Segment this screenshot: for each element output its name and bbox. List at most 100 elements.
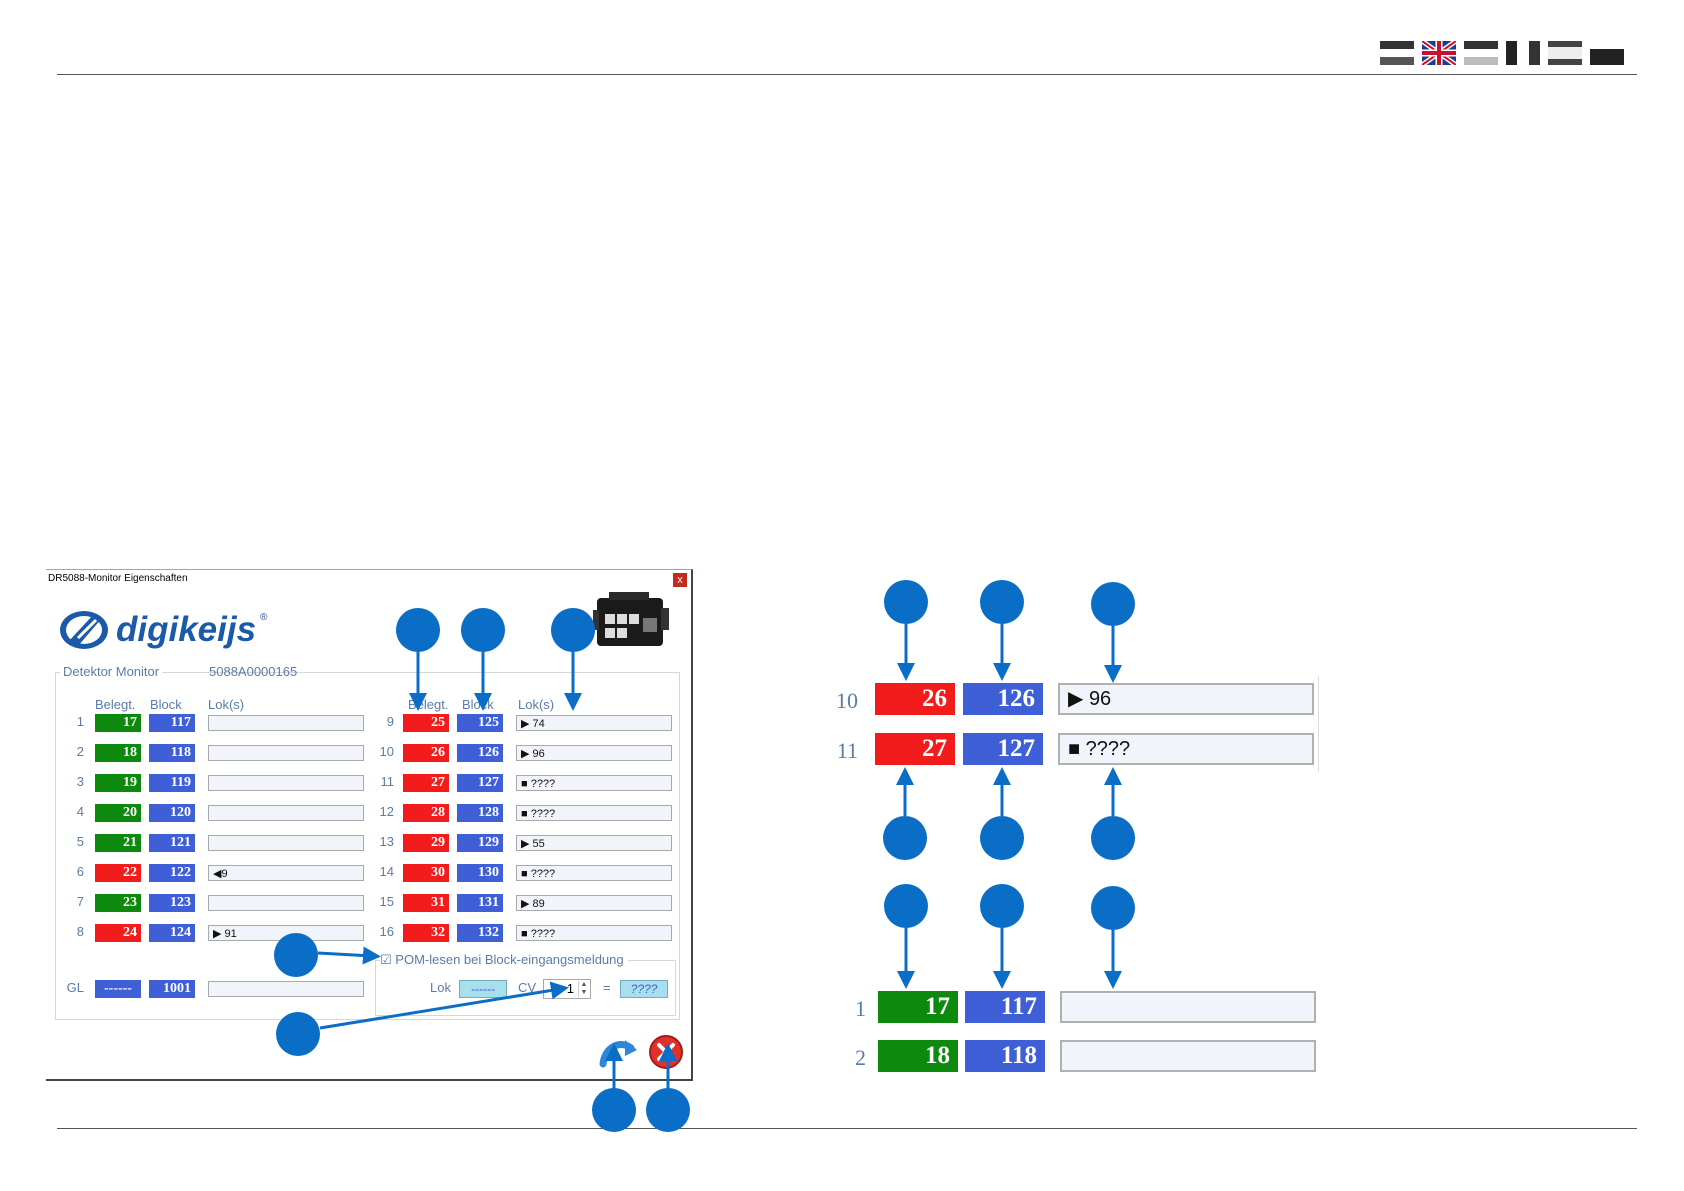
block-cell: 127: [963, 733, 1043, 765]
zoom-divider: [1318, 676, 1319, 772]
callout-marker: [1091, 582, 1135, 626]
pom-equals: =: [603, 980, 611, 995]
belegt-cell: 25: [403, 714, 449, 732]
callout-marker: [1091, 886, 1135, 930]
block-cell: 119: [149, 774, 195, 792]
lok-field: [1060, 1040, 1316, 1072]
header-rule: [57, 74, 1637, 75]
pom-checkbox[interactable]: ☑: [380, 952, 392, 967]
pom-cv-value: 1: [566, 981, 574, 996]
block-cell: 121: [149, 834, 195, 852]
belegt-cell: 30: [403, 864, 449, 882]
belegt-cell: 20: [95, 804, 141, 822]
row-number: 10: [836, 688, 858, 713]
flag-es-icon[interactable]: [1548, 41, 1582, 65]
header-block-left: Block: [150, 697, 182, 712]
belegt-cell: 32: [403, 924, 449, 942]
row-number: 16: [379, 924, 394, 939]
pom-result: ????: [620, 980, 668, 998]
callout-marker: [980, 884, 1024, 928]
lok-field: ■ ????: [516, 865, 672, 881]
lok-field: ◀9: [208, 865, 364, 881]
callout-marker: [551, 608, 595, 652]
belegt-cell: 23: [95, 894, 141, 912]
belegt-cell: 27: [875, 733, 955, 765]
row-number: 9: [386, 714, 394, 729]
flag-uk-icon[interactable]: [1422, 41, 1456, 65]
belegt-cell: 17: [95, 714, 141, 732]
block-cell: 125: [457, 714, 503, 732]
row-number: 3: [76, 774, 84, 789]
lok-field: ▶ 96: [1058, 683, 1314, 715]
flag-it-icon[interactable]: [1590, 41, 1624, 65]
row-number: 11: [380, 774, 395, 789]
lok-field: ▶ 96: [516, 745, 672, 761]
dialog-close-button[interactable]: x: [673, 573, 687, 587]
row-number: 14: [379, 864, 394, 879]
block-cell: 124: [149, 924, 195, 942]
lok-field: ■ ????: [516, 925, 672, 941]
gl-block-cell: 1001: [149, 980, 195, 998]
header-loks-left: Lok(s): [208, 697, 245, 712]
belegt-cell: 31: [403, 894, 449, 912]
lok-field: [208, 715, 364, 731]
callout-marker: [980, 580, 1024, 624]
callout-marker: [884, 884, 928, 928]
row-number: 1: [76, 714, 84, 729]
dialog-title: DR5088-Monitor Eigenschaften: [48, 573, 188, 584]
pom-lok-value: ------: [459, 980, 507, 998]
footer-rule: [57, 1128, 1637, 1129]
block-cell: 131: [457, 894, 503, 912]
gl-lok-field: [208, 981, 364, 997]
belegt-cell: 18: [95, 744, 141, 762]
row-number: 2: [76, 744, 84, 759]
group-label: Detektor Monitor: [60, 664, 163, 679]
gl-belegt-cell: ------: [95, 980, 141, 998]
row-number: 4: [76, 804, 84, 819]
stepper-arrows-icon[interactable]: ▲▼: [578, 981, 589, 997]
lok-field: ▶ 55: [516, 835, 672, 851]
header-loks-right: Lok(s): [518, 697, 555, 712]
block-cell: 126: [963, 683, 1043, 715]
row-number: 11: [836, 738, 858, 763]
lok-field: [1060, 991, 1316, 1023]
block-cell: 126: [457, 744, 503, 762]
block-cell: 130: [457, 864, 503, 882]
callout-marker: [980, 816, 1024, 860]
lok-field: [208, 745, 364, 761]
callout-marker: [1091, 816, 1135, 860]
callout-marker: [276, 1012, 320, 1056]
block-cell: 123: [149, 894, 195, 912]
row-number: 13: [379, 834, 394, 849]
belegt-cell: 27: [403, 774, 449, 792]
row-number: 12: [379, 804, 394, 819]
belegt-cell: 24: [95, 924, 141, 942]
gl-label: GL: [66, 980, 84, 995]
block-cell: 117: [965, 991, 1045, 1023]
row-number: 5: [76, 834, 84, 849]
callout-marker: [274, 933, 318, 977]
block-cell: 117: [149, 714, 195, 732]
lok-field: [208, 895, 364, 911]
lok-field: [208, 805, 364, 821]
flag-nl-icon[interactable]: [1464, 41, 1498, 65]
row-number: 6: [76, 864, 84, 879]
belegt-cell: 26: [875, 683, 955, 715]
block-cell: 118: [965, 1040, 1045, 1072]
row-number: 10: [379, 744, 394, 759]
flag-fr-icon[interactable]: [1506, 41, 1540, 65]
lok-field: ■ ????: [516, 805, 672, 821]
block-cell: 129: [457, 834, 503, 852]
flag-de-icon[interactable]: [1380, 41, 1414, 65]
lok-field: ■ ????: [1058, 733, 1314, 765]
dr5088-device-image: [593, 592, 669, 646]
lok-field: [208, 835, 364, 851]
row-number: 15: [379, 894, 394, 909]
pom-option[interactable]: ☑ POM-lesen bei Block-eingangsmeldung: [380, 952, 628, 968]
row-number: 8: [76, 924, 84, 939]
block-cell: 120: [149, 804, 195, 822]
block-cell: 127: [457, 774, 503, 792]
block-cell: 132: [457, 924, 503, 942]
belegt-cell: 21: [95, 834, 141, 852]
